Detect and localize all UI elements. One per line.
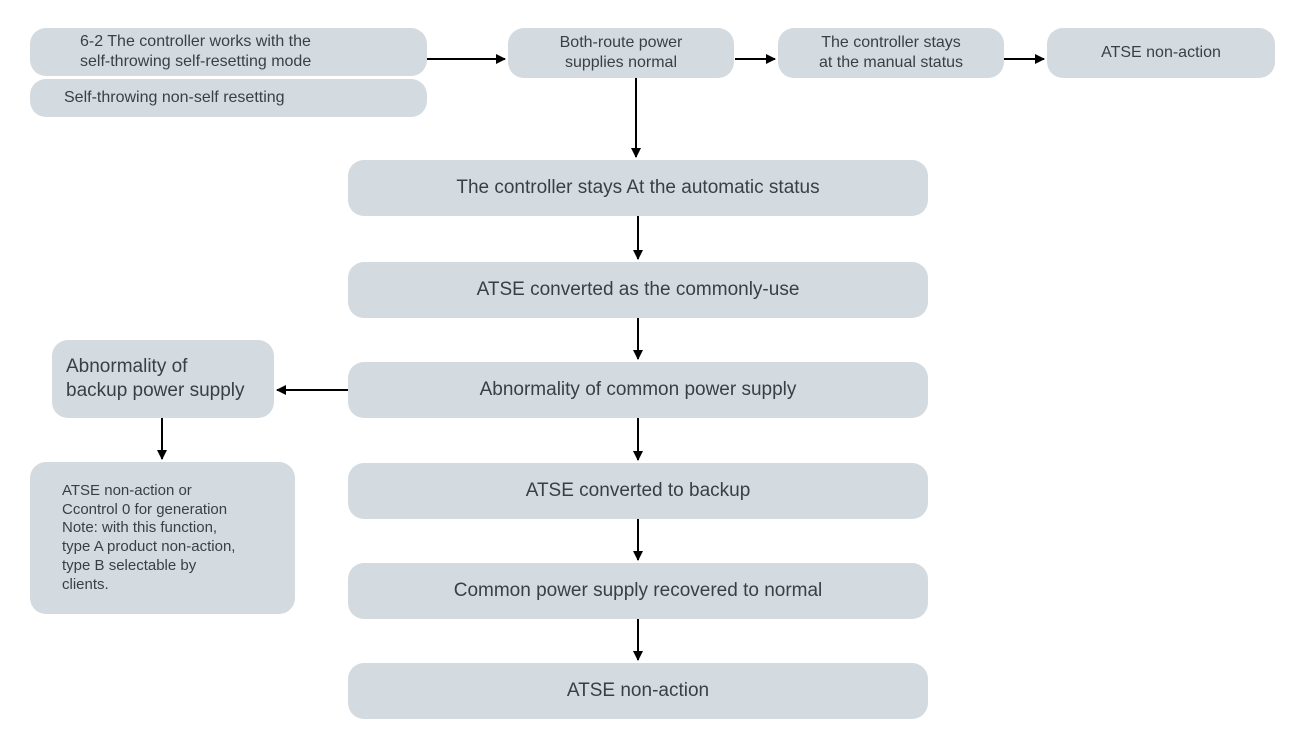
mode-box-label: 6-2 The controller works with the self-t… [80,33,312,70]
converted-backup-box: ATSE converted to backup [348,463,928,519]
note-label: ATSE non-action or Ccontrol 0 for genera… [62,481,236,593]
atse-nonaction-bottom-label: ATSE non-action [566,680,710,702]
note-box: ATSE non-action or Ccontrol 0 for genera… [30,462,295,614]
atse-nonaction-top-box: ATSE non-action [1047,28,1275,78]
abnormal-backup-label: Abnormality of backup power supply [66,356,245,401]
manual-status-box-label: The controller stays at the manual statu… [818,34,964,71]
recovered-box: Common power supply recovered to normal [348,563,928,619]
converted-common-label: ATSE converted as the commonly-use [476,279,800,301]
non-reset-box-label: Self-throwing non-self resetting [64,89,285,106]
converted-common-box: ATSE converted as the commonly-use [348,262,928,318]
automatic-status-label: The controller stays At the automatic st… [456,177,820,199]
converted-backup-label: ATSE converted to backup [525,480,751,502]
atse-nonaction-bottom-box: ATSE non-action [348,663,928,719]
recovered-label: Common power supply recovered to normal [453,580,823,602]
atse-nonaction-top-label: ATSE non-action [1101,44,1221,61]
abnormal-common-box: Abnormality of common power supply [348,362,928,418]
non-reset-box: Self-throwing non-self resetting [30,79,427,117]
manual-status-box: The controller stays at the manual statu… [778,28,1004,78]
both-route-box: Both-route power supplies normal [508,28,734,78]
both-route-box-label: Both-route power supplies normal [559,34,683,71]
automatic-status-box: The controller stays At the automatic st… [348,160,928,216]
abnormal-backup-box: Abnormality of backup power supply [52,340,274,418]
abnormal-common-label: Abnormality of common power supply [479,379,797,401]
mode-box: 6-2 The controller works with the self-t… [30,28,427,76]
